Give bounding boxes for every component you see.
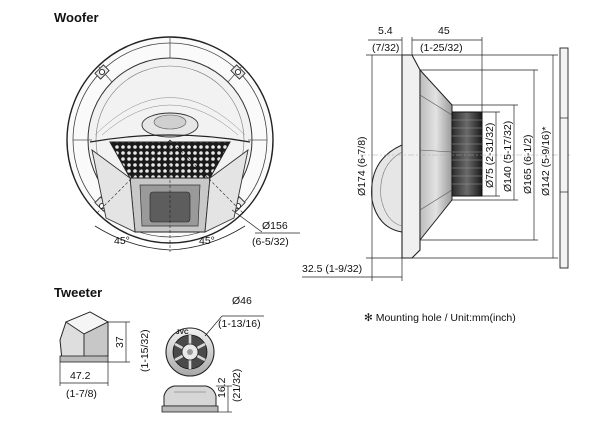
tweeter-front-view: JVC Ø46 (1-13/16) xyxy=(165,295,264,377)
tweeter-title: Tweeter xyxy=(54,285,103,300)
tweeter-width-inch-label: (1-7/8) xyxy=(66,388,97,400)
dim-165-label: Ø165 (6-1/2) xyxy=(522,134,534,194)
tweeter-depth-label: 16.2 xyxy=(216,377,228,398)
tweeter-height-label: 37 xyxy=(114,336,126,348)
tweeter-height-inch-label: (1-15/32) xyxy=(139,329,151,372)
dim-45-inch-label: (1-25/32) xyxy=(420,42,463,54)
angle-right-label: 45° xyxy=(199,235,215,247)
dim-75-label: Ø75 (2-31/32) xyxy=(484,123,496,188)
dim-174-label: Ø174 (6-7/8) xyxy=(356,136,368,196)
front-diameter-inch-label: (6-5/32) xyxy=(252,236,289,248)
woofer-side-view: 5.4 (7/32) 45 (1-25/32) Ø174 (6-7/8) Ø75… xyxy=(302,25,570,281)
dim-32-5-label: 32.5 (1-9/32) xyxy=(302,263,362,275)
tweeter-width-label: 47.2 xyxy=(70,370,91,382)
dim-45-label: 45 xyxy=(438,25,450,37)
jvc-logo: JVC xyxy=(176,329,189,336)
tweeter-depth-inch-label: (21/32) xyxy=(231,369,243,402)
dim-142-label: Ø142 (5-9/16)* xyxy=(540,127,552,196)
woofer-front-view: 45° 45° Ø156 (6-5/32) xyxy=(66,36,300,252)
tweeter-side-view: 37 (1-15/32) 47.2 (1-7/8) xyxy=(59,311,151,400)
tweeter-profile-view: 16.2 (21/32) xyxy=(161,369,243,413)
dim-5-4-label: 5.4 xyxy=(378,25,393,37)
dim-5-4-inch-label: (7/32) xyxy=(372,42,399,54)
front-diameter-label: Ø156 xyxy=(262,220,288,232)
dim-140-label: Ø140 (5-17/32) xyxy=(502,121,514,192)
tweeter-diameter-label: Ø46 xyxy=(232,295,252,307)
angle-left-label: 45° xyxy=(114,235,130,247)
mounting-note: ✻ Mounting hole / Unit:mm(inch) xyxy=(364,312,516,324)
woofer-title: Woofer xyxy=(54,10,99,25)
tweeter-diameter-inch-label: (1-13/16) xyxy=(218,318,261,330)
